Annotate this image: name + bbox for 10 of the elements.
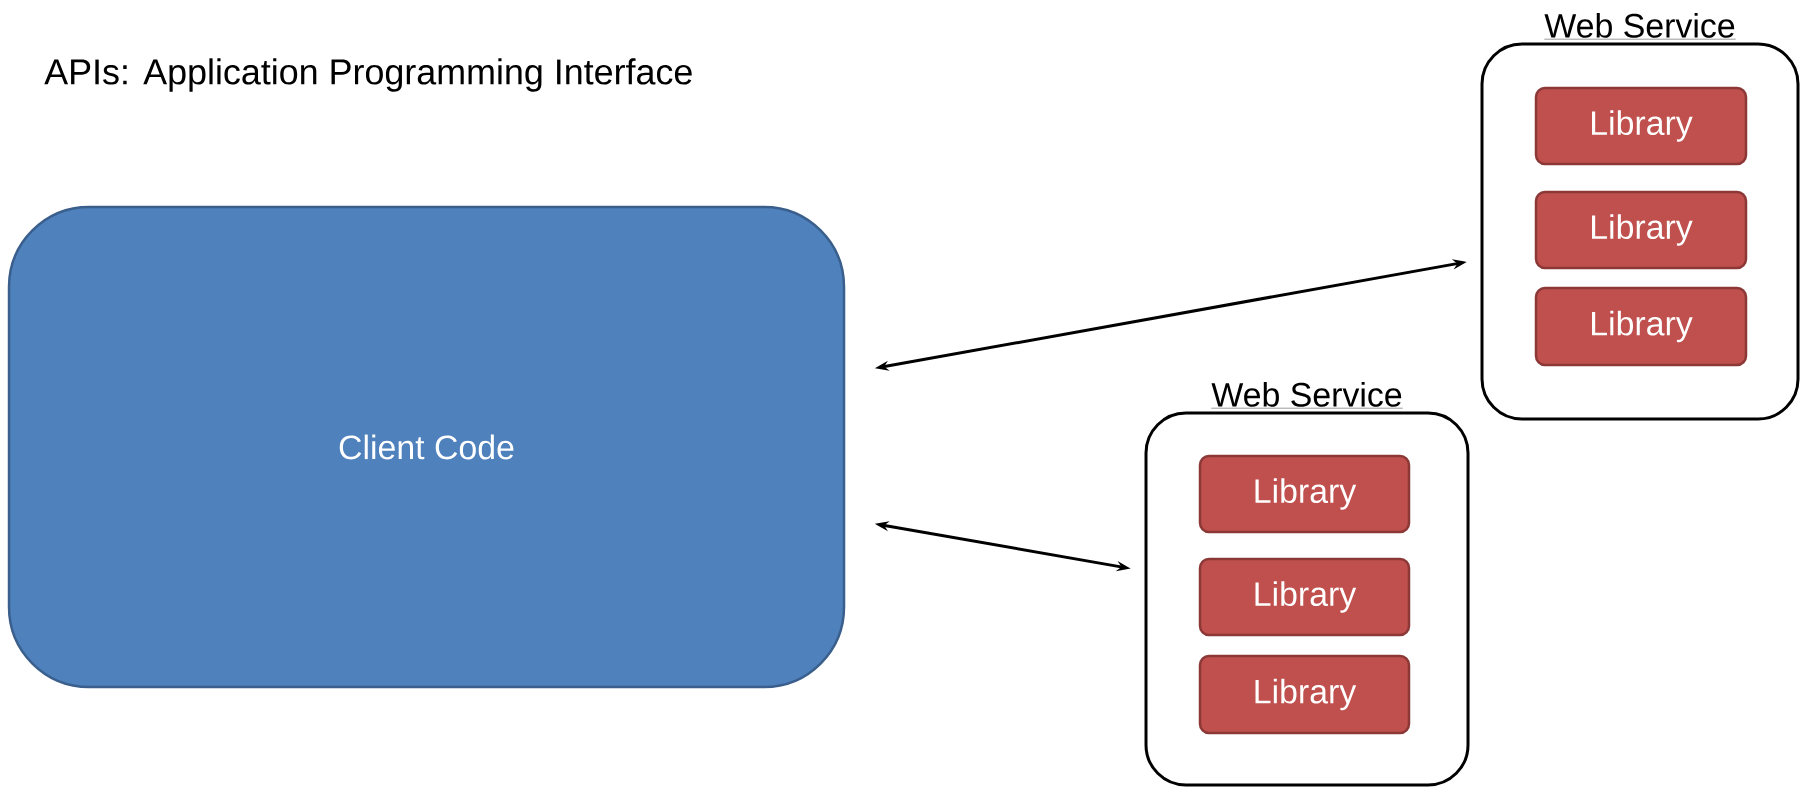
library-box: Library bbox=[1534, 86, 1748, 166]
service-title: Web Service bbox=[1211, 381, 1403, 409]
library-box: Library bbox=[1534, 190, 1748, 270]
library-box: Library bbox=[1198, 557, 1411, 637]
library-box: Library bbox=[1198, 454, 1411, 534]
heading-text: APIs: Application Programming Interface bbox=[44, 58, 692, 92]
service-title: Web Service bbox=[1544, 12, 1736, 40]
library-box: Library bbox=[1534, 286, 1748, 367]
client-box: Client Code bbox=[7, 205, 846, 689]
library-box: Library bbox=[1198, 654, 1411, 735]
